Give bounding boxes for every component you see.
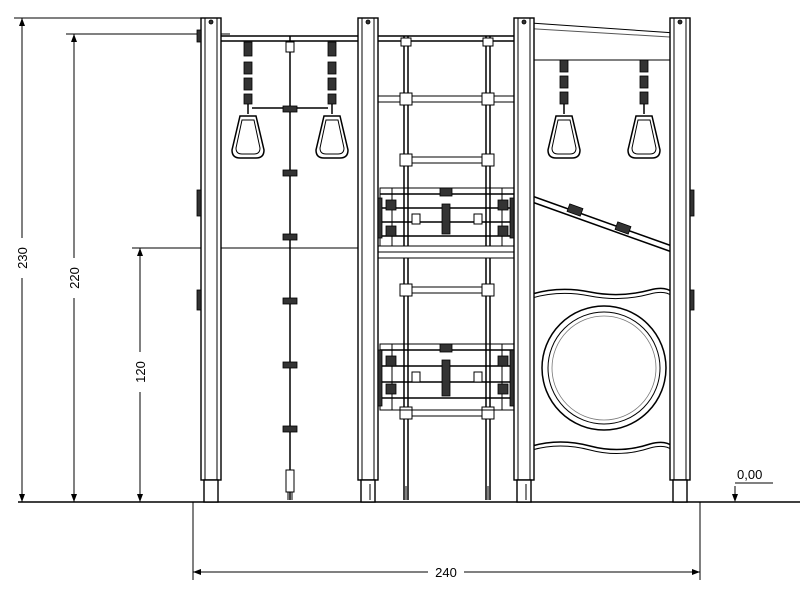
net-section-lower (379, 343, 515, 411)
ground-level-label: 0,00 (737, 467, 762, 482)
ground-anchors (369, 484, 527, 500)
dimension-240: 240 (192, 502, 701, 580)
dimension-240-label: 240 (435, 565, 457, 580)
dimension-230-label: 230 (15, 247, 30, 269)
dimension-220-label: 220 (67, 267, 82, 289)
dimension-230: 230 (14, 17, 205, 502)
net-section-upper (379, 187, 515, 247)
tunnel-panel-bottom-edge (531, 441, 673, 451)
dimension-120: 120 (132, 247, 380, 502)
crawl-tunnel (541, 305, 667, 431)
ground-level-marker: 0,00 (732, 467, 773, 502)
post-4 (669, 17, 695, 503)
dimension-120-label: 120 (133, 361, 148, 383)
sloped-climbing-rope (531, 195, 673, 253)
post-1 (196, 17, 222, 503)
gym-ring-right (315, 41, 349, 159)
right-bay-equipment (531, 59, 673, 454)
gym-ring-right-bay-left (547, 59, 581, 159)
top-beams (218, 21, 691, 61)
rope-ladder (282, 36, 298, 500)
gym-ring-left (231, 41, 265, 159)
left-bay-equipment (231, 36, 349, 500)
post-3 (509, 17, 535, 503)
tunnel-panel-top-edge (531, 287, 673, 296)
middle-bay-equipment (377, 36, 517, 500)
post-2 (357, 17, 383, 503)
gym-ring-right-bay-right (627, 59, 661, 159)
